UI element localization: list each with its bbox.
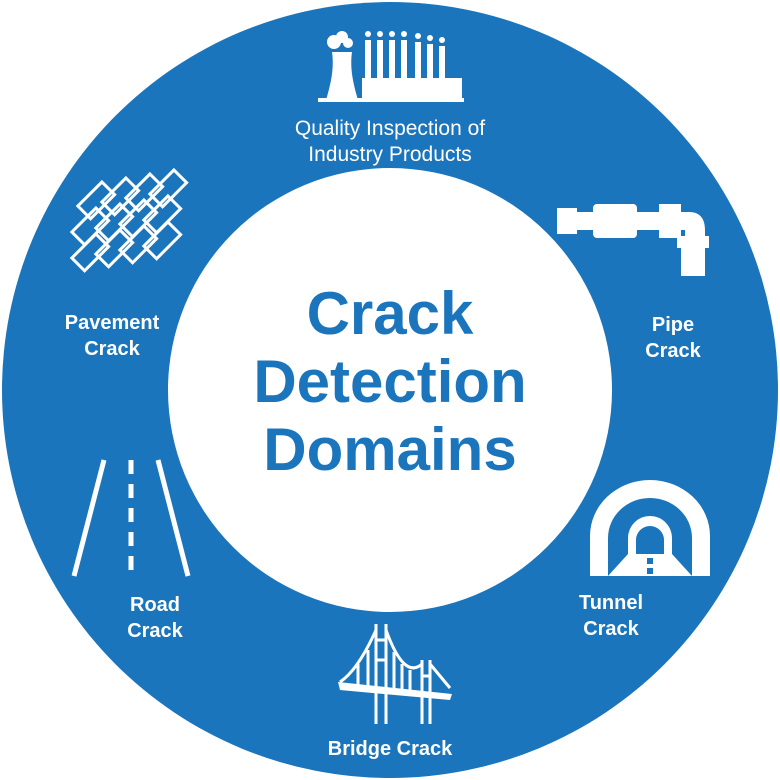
center-title: Crack Detection Domains — [190, 280, 590, 484]
bridge-label: Bridge Crack — [327, 738, 453, 760]
factory-icon — [318, 31, 464, 102]
pipe-label: Pipe Crack — [645, 314, 701, 362]
pavement-label: Pavement Crack — [64, 312, 160, 360]
pipe-icon — [557, 204, 709, 276]
center-title-line-1: Crack — [306, 280, 474, 347]
road-label: Road Crack — [127, 594, 183, 642]
center-title-line-3: Domains — [263, 416, 517, 483]
pavement-icon — [69, 167, 189, 273]
road-icon — [71, 459, 191, 577]
bridge-icon — [338, 624, 452, 724]
tunnel-label: Tunnel Crack — [578, 592, 644, 640]
industry-label: Quality Inspection of Industry Products — [294, 117, 486, 166]
center-title-line-2: Detection — [253, 348, 527, 415]
tunnel-icon — [590, 480, 710, 576]
